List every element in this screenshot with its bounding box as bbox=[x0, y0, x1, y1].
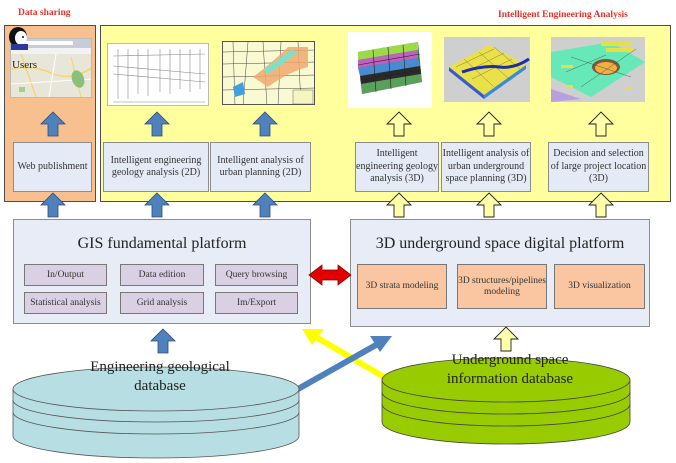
blue-cross-arrow bbox=[296, 336, 392, 392]
yellow-arrow-geology-3d bbox=[386, 192, 412, 218]
module-3d-visualization: 3D visualization bbox=[554, 264, 645, 309]
module-grid-analysis: Grid analysis bbox=[120, 292, 204, 314]
yellow-arrow-underground-3d-output bbox=[476, 111, 502, 137]
module-in-output: In/Output bbox=[24, 264, 107, 286]
module-im-export: Im/Export bbox=[215, 292, 298, 314]
blue-arrow-web-publishment bbox=[40, 192, 66, 218]
underground-database-cylinder bbox=[381, 357, 631, 445]
blue-arrow-geology-2d bbox=[144, 192, 170, 218]
blue-arrow-db-to-gis bbox=[150, 328, 176, 354]
web-map-thumbnail bbox=[10, 38, 92, 98]
module-query-browsing: Query browsing bbox=[215, 264, 298, 286]
thumbnail-strata-fence-diagram-3d bbox=[348, 32, 432, 108]
blue-arrow-urban-2d-output bbox=[252, 111, 278, 137]
function-geology-3d: Intelligent engineering geology analysis… bbox=[355, 142, 439, 192]
intelligent-analysis-header: Intelligent Engineering Analysis bbox=[498, 10, 628, 20]
module-3d-strata-modeling: 3D strata modeling bbox=[357, 264, 447, 309]
function-underground-planning-3d: Intelligent analysis of urban undergroun… bbox=[441, 142, 531, 192]
gis-platform-title: GIS fundamental platform bbox=[77, 235, 247, 252]
thumbnail-urban-planning-map-2d bbox=[222, 41, 315, 105]
blue-arrow-urban-2d bbox=[252, 192, 278, 218]
thumbnail-geology-section-2d bbox=[107, 43, 209, 106]
thumbnail-project-location-model-3d bbox=[551, 37, 645, 102]
web-publishment-box: Web publishment bbox=[13, 142, 92, 192]
engineering-database-label: Engineering geological database bbox=[90, 359, 230, 394]
bidirectional-arrow bbox=[308, 264, 352, 286]
yellow-arrow-underground-3d bbox=[476, 192, 502, 218]
blue-arrow-geology-2d-output bbox=[144, 111, 170, 137]
yellow-arrow-location-3d bbox=[588, 192, 614, 218]
yellow-arrow-location-3d-output bbox=[588, 111, 614, 137]
yellow-arrow-geology-3d-output bbox=[386, 111, 412, 137]
3d-platform-title: 3D underground space digital platform bbox=[375, 235, 625, 252]
function-project-location-3d: Decision and selection of large project … bbox=[548, 142, 649, 192]
function-geology-2d: Intelligent engineering geology analysis… bbox=[103, 142, 209, 192]
users-label: Users bbox=[12, 59, 38, 71]
module-statistical-analysis: Statistical analysis bbox=[24, 292, 107, 314]
module-3d-structures-pipelines: 3D structures/pipelines modeling bbox=[457, 264, 547, 309]
underground-3d-platform: 3D underground space digital platform 3D… bbox=[350, 219, 650, 327]
function-urban-planning-2d: Intelligent analysis of urban planning (… bbox=[210, 142, 311, 192]
thumbnail-underground-space-model-3d bbox=[444, 37, 530, 102]
underground-database-label: Underground space information database bbox=[446, 352, 574, 387]
data-sharing-header: Data sharing bbox=[18, 8, 71, 18]
gis-fundamental-platform: GIS fundamental platform In/Output Data … bbox=[13, 219, 311, 324]
blue-arrow-users bbox=[40, 111, 66, 137]
user-avatar-icon bbox=[6, 26, 32, 50]
engineering-database-cylinder bbox=[12, 366, 300, 459]
web-map-image bbox=[11, 39, 91, 97]
yellow-arrow-db-to-3d bbox=[493, 326, 519, 352]
module-data-edition: Data edition bbox=[120, 264, 204, 286]
